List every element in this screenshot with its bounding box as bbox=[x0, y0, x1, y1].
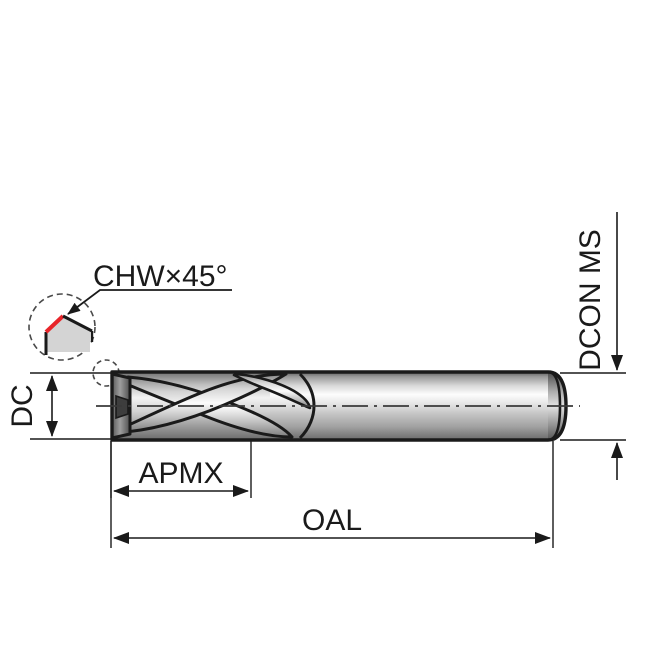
dcon-ms-label: DCON MS bbox=[574, 229, 607, 371]
dimension-dcon-ms: DCON MS bbox=[560, 212, 626, 480]
flute-helix-3 bbox=[232, 372, 312, 410]
chamfer-highlight-line bbox=[44, 314, 65, 334]
end-mill-tool-body bbox=[96, 370, 580, 442]
detail-circle-boundary bbox=[28, 293, 96, 361]
dimension-apmx: APMX bbox=[110, 441, 252, 498]
chamfer-leader bbox=[67, 289, 232, 315]
chamfer-callout-label: CHW×45° bbox=[93, 260, 228, 293]
dimension-dc: DC bbox=[6, 372, 118, 440]
tip-center-gash bbox=[115, 394, 129, 420]
oal-label: OAL bbox=[302, 504, 362, 537]
apmx-label: APMX bbox=[138, 457, 223, 490]
dc-label: DC bbox=[6, 384, 39, 427]
dimension-oal: OAL bbox=[110, 441, 554, 548]
chamfer-detail-view bbox=[28, 293, 96, 361]
detail-rake-line bbox=[62, 314, 93, 333]
chamfer-leader-line bbox=[67, 289, 232, 315]
flute-helix-2 bbox=[120, 372, 288, 434]
detail-body-fill bbox=[46, 316, 90, 352]
